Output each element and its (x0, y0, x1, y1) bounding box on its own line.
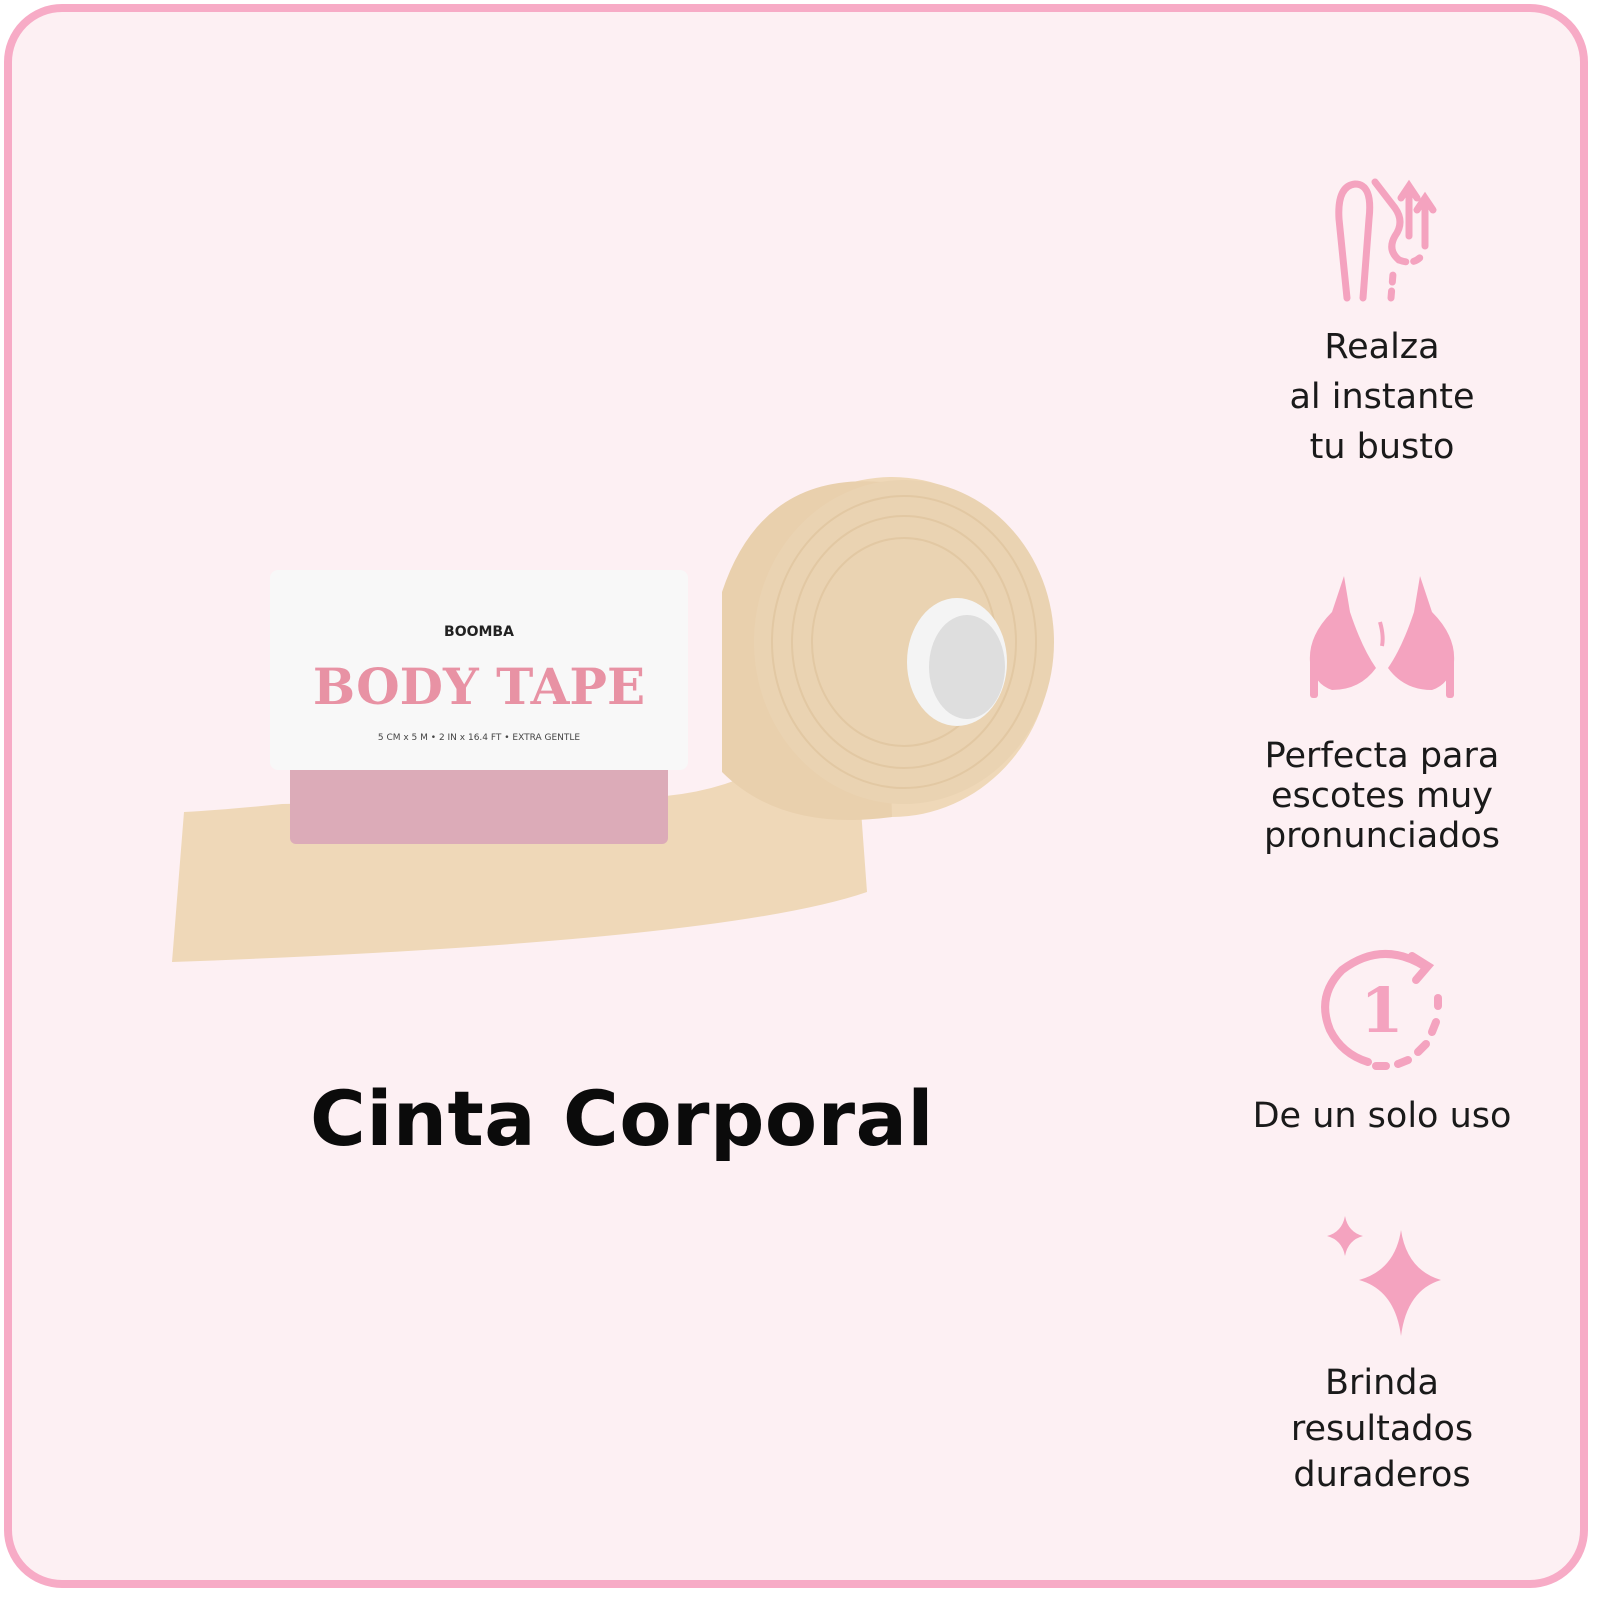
feature-plunge: Perfecta para escotes muy pronunciados (1202, 572, 1562, 856)
feature-line: pronunciados (1263, 816, 1501, 856)
lift-bust-icon (1335, 178, 1437, 302)
product-image: BOOMBA BODY TAPE 5 CM x 5 M • 2 IN x 16.… (162, 472, 1082, 992)
feature-line: De un solo uso (1252, 1096, 1512, 1136)
feature-lift: Realza al instante tu busto (1202, 174, 1562, 472)
feature-line: tu busto (1309, 427, 1455, 467)
feature-line: Brinda (1325, 1363, 1439, 1403)
single-use-number: 1 (1360, 974, 1403, 1047)
card-frame: BOOMBA BODY TAPE 5 CM x 5 M • 2 IN x 16.… (4, 4, 1588, 1588)
feature-line: resultados (1290, 1409, 1474, 1449)
label-specs: 5 CM x 5 M • 2 IN x 16.4 FT • EXTRA GENT… (378, 733, 581, 743)
package-label (270, 570, 688, 770)
tape-roll (722, 477, 1054, 820)
single-use-icon: 1 (1321, 950, 1442, 1070)
brand-name: BOOMBA (444, 624, 514, 640)
package-backing (290, 762, 668, 844)
product-title: Cinta Corporal (310, 1074, 934, 1163)
plunge-bra-icon (1309, 576, 1455, 698)
feature-single-use: 1 De un solo uso (1202, 944, 1562, 1138)
feature-line: escotes muy (1270, 776, 1494, 816)
feature-line: al instante (1289, 377, 1475, 417)
feature-line: Realza (1324, 327, 1440, 367)
feature-line: duraderos (1293, 1455, 1471, 1495)
feature-line: Perfecta para (1264, 736, 1500, 776)
feature-lasting: Brinda resultados duraderos (1202, 1210, 1562, 1498)
label-title: BODY TAPE (313, 657, 645, 716)
sparkle-icon (1327, 1216, 1441, 1336)
